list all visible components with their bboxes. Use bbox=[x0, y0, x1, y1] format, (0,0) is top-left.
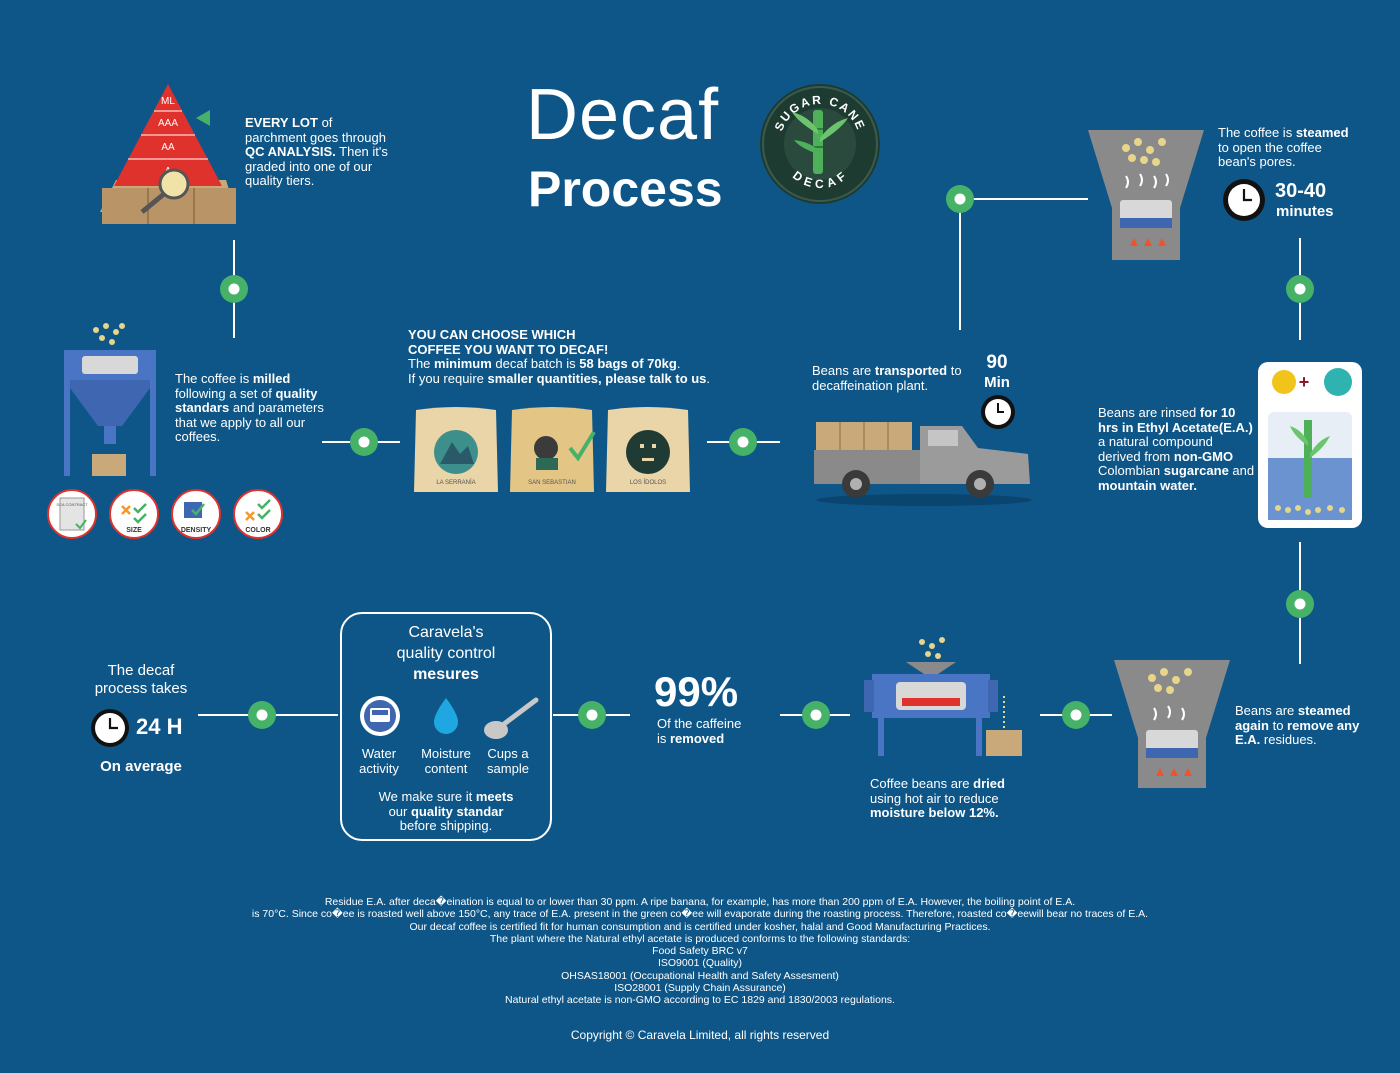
color-check-icon: COLOR bbox=[233, 489, 283, 539]
svg-text:SIZE: SIZE bbox=[126, 527, 142, 534]
svg-text:LA SERRANÍA: LA SERRANÍA bbox=[436, 479, 475, 486]
duration-heading: The decaf process takes bbox=[94, 662, 188, 697]
title-line-2: Process bbox=[528, 161, 723, 217]
transport-time-unit: Min bbox=[984, 374, 1010, 391]
duration-sub: On average bbox=[100, 758, 182, 775]
coffee-bean-icon bbox=[1272, 370, 1296, 394]
node-3 bbox=[729, 428, 757, 456]
sugar-cane-decaf-badge: SUGAR CANE DECAF bbox=[760, 84, 880, 204]
tier-aaa: AAA bbox=[158, 118, 178, 129]
footnote-line: ISO28001 (Supply Chain Assurance) bbox=[614, 982, 786, 995]
qc-item-moisture-content: Moisture content bbox=[421, 746, 471, 776]
node-6 bbox=[1286, 590, 1314, 618]
qc-title-1: Caravela's bbox=[408, 624, 484, 641]
caffeine-removed-text: Of the caffeine is removed bbox=[657, 716, 742, 746]
transport-time-value: 90 bbox=[986, 352, 1008, 373]
node-1 bbox=[220, 275, 248, 303]
molecule-icon bbox=[1324, 368, 1352, 396]
svg-text:SCA CONTRACT: SCA CONTRACT bbox=[56, 502, 88, 507]
magnifier-icon bbox=[140, 168, 190, 214]
svg-text:SAN SEBASTIAN: SAN SEBASTIAN bbox=[528, 480, 576, 486]
flow-nodes bbox=[220, 185, 1314, 729]
footnote-line: is 70°C. Since co�ee is roasted well abo… bbox=[251, 908, 1149, 921]
footnote-line: Natural ethyl acetate is non-GMO accordi… bbox=[505, 994, 895, 1007]
clock-icon bbox=[981, 395, 1015, 429]
choose-coffee-text: YOU CAN CHOOSE WHICH COFFEE YOU WANT TO … bbox=[408, 327, 711, 386]
water-drop-icon bbox=[434, 698, 458, 734]
steam-time-unit: minutes bbox=[1276, 203, 1334, 220]
contract-icon: SCA CONTRACT bbox=[47, 489, 97, 539]
svg-text:LOS ÍDOLOS: LOS ÍDOLOS bbox=[630, 479, 666, 486]
size-check-icon: SIZE bbox=[109, 489, 159, 539]
quality-control-box: Caravela's quality control mesures Water… bbox=[340, 612, 552, 841]
footnote-line: Food Safety BRC v7 bbox=[652, 945, 748, 958]
copyright: Copyright © Caravela Limited, all rights… bbox=[570, 1028, 830, 1042]
rinse-tank-illustration: + bbox=[1258, 362, 1362, 528]
qc-title-2: quality control bbox=[396, 645, 496, 662]
qc-footer-text: We make sure it meets our quality standa… bbox=[378, 789, 514, 834]
milling-machine-illustration bbox=[64, 323, 156, 476]
clock-icon bbox=[1223, 179, 1265, 221]
bag-los-idolos: LOS ÍDOLOS bbox=[606, 407, 690, 492]
qc-title-3: mesures bbox=[413, 666, 479, 683]
selected-checkmark-icon bbox=[568, 430, 596, 462]
title-line-1: Decaf bbox=[526, 75, 720, 155]
flame-icon bbox=[1156, 768, 1192, 776]
rinsed-text: Beans are rinsed for 10 hrs in Ethyl Ace… bbox=[1098, 405, 1255, 493]
sugarcane-icon bbox=[792, 110, 848, 174]
footnotes: Residue E.A. after deca�eination is equa… bbox=[200, 896, 1200, 1007]
node-10 bbox=[248, 701, 276, 729]
node-4 bbox=[946, 185, 974, 213]
flame-icon bbox=[1130, 238, 1166, 246]
svg-text:COLOR: COLOR bbox=[245, 527, 270, 534]
node-7 bbox=[1062, 701, 1090, 729]
clock-icon bbox=[91, 709, 129, 747]
footnote-line: Residue E.A. after deca�eination is equa… bbox=[324, 896, 1076, 908]
bag-la-serrania: LA SERRANÍA bbox=[414, 407, 498, 492]
footnote-line: Our decaf coffee is certified fit for hu… bbox=[409, 920, 991, 933]
footnote-line: OHSAS18001 (Occupational Health and Safe… bbox=[561, 969, 839, 982]
density-check-icon: DENSITY bbox=[171, 489, 221, 539]
node-2 bbox=[350, 428, 378, 456]
node-9 bbox=[578, 701, 606, 729]
bag-san-sebastian: SAN SEBASTIAN bbox=[510, 407, 596, 492]
qc-item-water-activity: Water activity bbox=[359, 746, 399, 776]
truck-illustration bbox=[814, 422, 1032, 506]
milled-text: The coffee is milled following a set of … bbox=[175, 371, 324, 445]
qc-item-cups-sample: Cups a sample bbox=[487, 746, 529, 776]
dryer-illustration bbox=[864, 637, 1022, 756]
tier-pointer-icon bbox=[196, 110, 210, 126]
steam-time-value: 30-40 bbox=[1275, 180, 1327, 202]
steamer-illustration bbox=[1088, 130, 1204, 260]
tier-aa: AA bbox=[161, 142, 175, 153]
svg-text:DENSITY: DENSITY bbox=[181, 527, 212, 534]
qc-pyramid-illustration: ML AAA AA A bbox=[100, 84, 236, 224]
water-activity-meter-icon bbox=[360, 696, 400, 736]
steamed-text: The coffee is steamed to open the coffee… bbox=[1218, 125, 1349, 170]
coffee-bags-illustration: LA SERRANÍA SAN SEBASTIAN LOS ÍDOLOS bbox=[414, 407, 690, 492]
caffeine-removed-value: 99% bbox=[654, 668, 739, 715]
steamer-again-illustration bbox=[1114, 660, 1230, 788]
duration-value: 24 H bbox=[136, 714, 183, 739]
steamed-again-text: Beans are steamed again to remove any E.… bbox=[1235, 703, 1360, 748]
node-8 bbox=[802, 701, 830, 729]
cupping-spoon-icon bbox=[484, 697, 539, 739]
tier-ml: ML bbox=[161, 96, 175, 107]
footnote-line: The plant where the Natural ethyl acetat… bbox=[489, 932, 911, 945]
dried-text: Coffee beans are dried using hot air to … bbox=[870, 776, 1005, 821]
node-5 bbox=[1286, 275, 1314, 303]
qc-icons bbox=[360, 696, 539, 739]
milling-quality-icons: SCA CONTRACT SIZE DENSITY COLOR bbox=[47, 489, 283, 539]
svg-text:+: + bbox=[1299, 372, 1310, 392]
qc-analysis-text: EVERY LOT of parchment goes through QC A… bbox=[245, 115, 388, 189]
transport-text: Beans are transported to decaffeination … bbox=[812, 363, 962, 393]
footnote-line: ISO9001 (Quality) bbox=[657, 957, 743, 970]
